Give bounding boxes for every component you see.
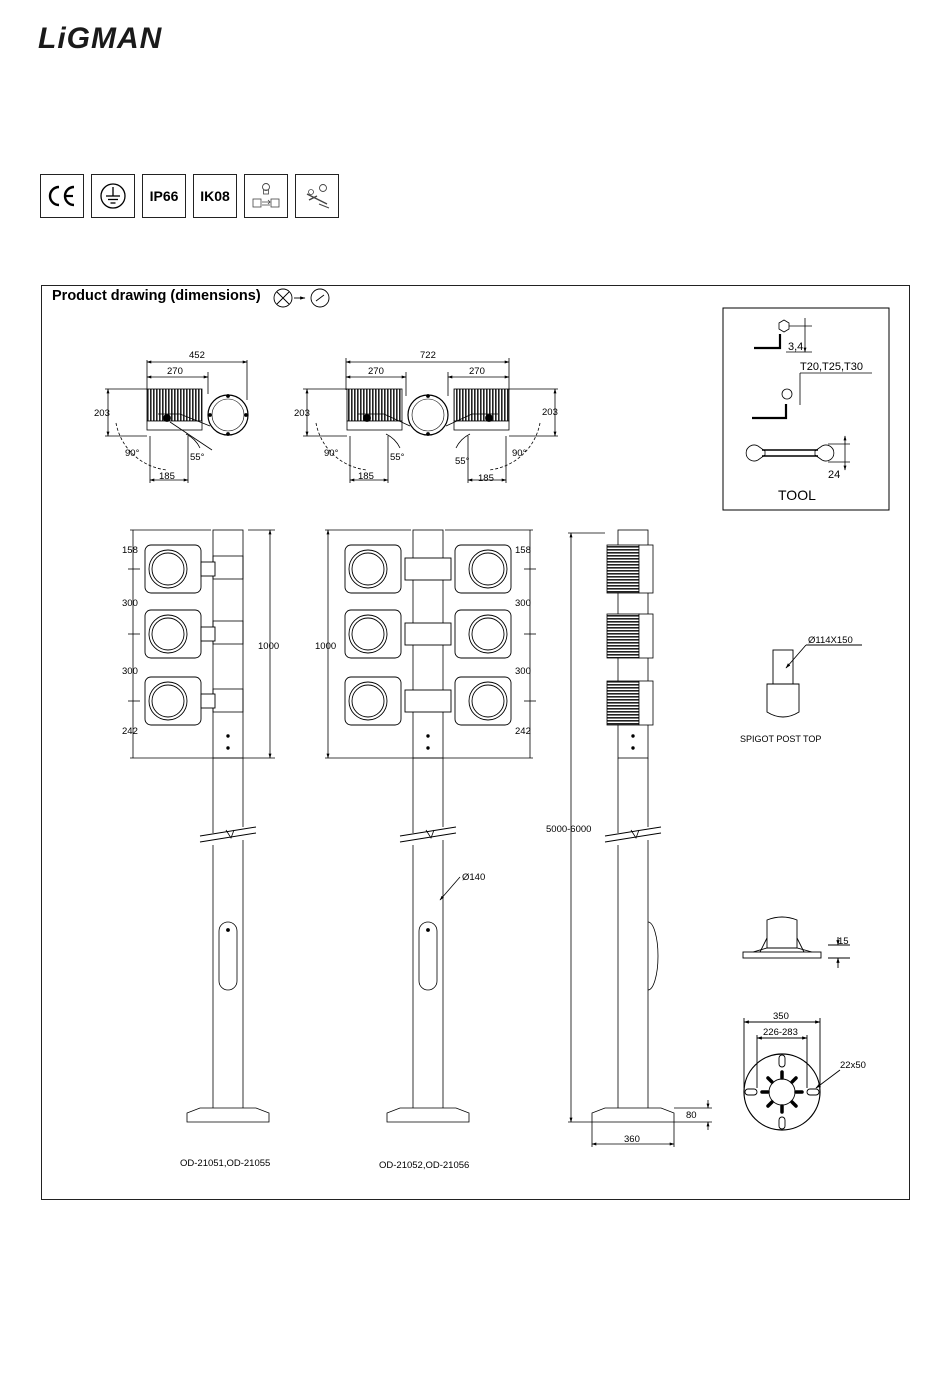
plate-thickness: 15 xyxy=(838,936,849,947)
double-bracket-3 xyxy=(405,690,451,712)
torx-sizes: T20,T25,T30 xyxy=(800,361,863,373)
title-adjust-icons xyxy=(274,289,329,307)
spigot-dimension: Ø114X150 xyxy=(808,635,853,646)
dim-270: 270 xyxy=(167,366,183,377)
dim-203-left: 203 xyxy=(294,408,310,419)
plate-slot: 22x50 xyxy=(840,1060,866,1071)
dim-300-a-double: 300 xyxy=(515,598,531,609)
model-double: OD-21052,OD-21056 xyxy=(379,1160,469,1171)
dim-270-right: 270 xyxy=(469,366,485,377)
dim-452: 452 xyxy=(189,350,205,361)
single-head-2 xyxy=(145,610,215,658)
dim-185-right: 185 xyxy=(478,473,494,484)
dim-203-right: 203 xyxy=(542,407,558,418)
side-elevation-labels: 5000-6000 80 360 xyxy=(546,824,697,1145)
model-single: OD-21051,OD-21055 xyxy=(180,1158,270,1169)
top-view-single xyxy=(105,360,248,483)
dim-300-a: 300 xyxy=(122,598,138,609)
double-bracket-1 xyxy=(405,558,451,580)
side-elevation xyxy=(568,530,712,1147)
angle-90-left: 90° xyxy=(324,448,339,459)
top-view-double-labels: 722 270 270 203 203 90° 55° 55° 90° 185 … xyxy=(294,350,558,484)
double-head-right-3 xyxy=(455,677,511,725)
hex-size: 3,4 xyxy=(788,341,803,353)
tool-title: TOOL xyxy=(778,487,816,503)
dim-185: 185 xyxy=(159,471,175,482)
dim-300-b-double: 300 xyxy=(515,666,531,677)
single-head-1 xyxy=(145,545,215,593)
dim-270-left: 270 xyxy=(368,366,384,377)
spigot-labels: Ø114X150 SPIGOT POST TOP xyxy=(740,635,853,744)
double-head-left-3 xyxy=(345,677,401,725)
double-heads xyxy=(345,545,511,725)
tool-panel-labels: 3,4 T20,T25,T30 24 TOOL xyxy=(778,341,863,503)
dim-203: 203 xyxy=(94,408,110,419)
spigot-detail xyxy=(767,645,862,717)
base-plate-top-labels: 350 226-283 22x50 xyxy=(763,1011,866,1071)
dim-base-width: 360 xyxy=(624,1134,640,1145)
base-plate-side-labels: 15 xyxy=(838,936,849,947)
angle-90-right: 90° xyxy=(512,448,527,459)
angle-55-right: 55° xyxy=(455,456,470,467)
dim-pole-height: 5000-6000 xyxy=(546,824,591,835)
dim-722: 722 xyxy=(420,350,436,361)
dim-1000-double: 1000 xyxy=(315,641,336,652)
dim-1000: 1000 xyxy=(258,641,279,652)
dim-242: 242 xyxy=(122,726,138,737)
double-head-right-2 xyxy=(455,610,511,658)
dim-300-b: 300 xyxy=(122,666,138,677)
single-heads xyxy=(145,545,215,725)
plate-bolt-circle: 226-283 xyxy=(763,1027,798,1038)
angle-55: 55° xyxy=(190,452,205,463)
angle-55-left: 55° xyxy=(390,452,405,463)
spigot-label: SPIGOT POST TOP xyxy=(740,734,821,744)
plate-outer: 350 xyxy=(773,1011,789,1022)
dim-pole-diameter: Ø140 xyxy=(462,872,485,883)
double-bracket-2 xyxy=(405,623,451,645)
dim-185-left: 185 xyxy=(358,471,374,482)
double-head-left-2 xyxy=(345,610,401,658)
top-view-double xyxy=(303,358,558,483)
dim-158: 158 xyxy=(122,545,138,556)
dim-158-double: 158 xyxy=(515,545,531,556)
double-head-right-1 xyxy=(455,545,511,593)
wrench-size: 24 xyxy=(828,469,840,481)
double-head-left-1 xyxy=(345,545,401,593)
dim-242-double: 242 xyxy=(515,726,531,737)
angle-90: 90° xyxy=(125,448,140,459)
dim-base-height: 80 xyxy=(686,1110,697,1121)
single-head-3 xyxy=(145,677,215,725)
base-plate-side xyxy=(743,917,850,968)
tool-panel xyxy=(723,308,889,510)
